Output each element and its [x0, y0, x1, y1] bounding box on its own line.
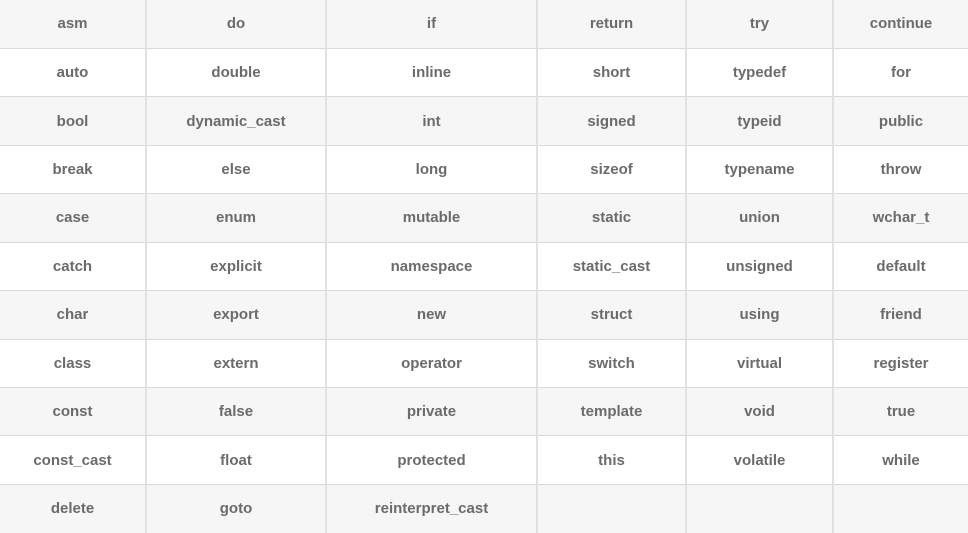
keyword-cell: break — [0, 144, 146, 194]
keyword-cell: goto — [145, 483, 326, 533]
keyword-cell: explicit — [145, 241, 326, 291]
keyword-cell: delete — [0, 483, 146, 533]
keyword-cell: int — [325, 96, 537, 146]
keyword-cell: friend — [832, 290, 968, 340]
keyword-cell: dynamic_cast — [145, 96, 326, 146]
keyword-cell: default — [832, 241, 968, 291]
keyword-cell: static_cast — [536, 241, 686, 291]
keyword-cell: reinterpret_cast — [325, 483, 537, 533]
keyword-cell: public — [832, 96, 968, 146]
keyword-cell: using — [685, 290, 833, 340]
keyword-cell: union — [685, 193, 833, 243]
keyword-cell: private — [325, 386, 537, 436]
keyword-cell: catch — [0, 241, 146, 291]
keyword-cell: typename — [685, 144, 833, 194]
keyword-cell: if — [325, 0, 537, 49]
keyword-cell: const — [0, 386, 146, 436]
keyword-cell: typeid — [685, 96, 833, 146]
keyword-cell: namespace — [325, 241, 537, 291]
keyword-cell: true — [832, 386, 968, 436]
keyword-cell: switch — [536, 338, 686, 388]
keyword-cell: case — [0, 193, 146, 243]
keyword-cell: continue — [832, 0, 968, 49]
keyword-cell: for — [832, 47, 968, 97]
keyword-cell: try — [685, 0, 833, 49]
keyword-cell: static — [536, 193, 686, 243]
keyword-cell: register — [832, 338, 968, 388]
empty-cell — [685, 483, 833, 533]
keyword-cell: auto — [0, 47, 146, 97]
keyword-cell: asm — [57, 15, 88, 33]
keyword-cell: enum — [145, 193, 326, 243]
keyword-cell: template — [536, 386, 686, 436]
keyword-cell: unsigned — [685, 241, 833, 291]
keyword-cell: mutable — [325, 193, 537, 243]
keyword-cell: typedef — [685, 47, 833, 97]
keyword-cell: throw — [832, 144, 968, 194]
keyword-cell: protected — [325, 435, 537, 485]
keyword-cell: virtual — [685, 338, 833, 388]
keyword-cell: while — [832, 435, 968, 485]
keyword-cell: const_cast — [0, 435, 146, 485]
keyword-cell: signed — [536, 96, 686, 146]
keyword-cell: char — [0, 290, 146, 340]
keyword-cell: do — [145, 0, 326, 49]
empty-cell — [536, 483, 686, 533]
keyword-cell: export — [145, 290, 326, 340]
keyword-cell: sizeof — [536, 144, 686, 194]
keyword-cell: false — [145, 386, 326, 436]
keyword-cell: new — [325, 290, 537, 340]
keyword-cell: inline — [325, 47, 537, 97]
keyword-cell: void — [685, 386, 833, 436]
keyword-cell: operator — [325, 338, 537, 388]
keyword-cell: double — [145, 47, 326, 97]
keyword-cell: this — [536, 435, 686, 485]
keyword-cell: class — [0, 338, 146, 388]
keyword-cell: bool — [0, 96, 146, 146]
empty-cell — [832, 483, 968, 533]
keyword-cell: else — [145, 144, 326, 194]
keyword-cell: short — [536, 47, 686, 97]
keyword-cell: long — [325, 144, 537, 194]
keyword-cell: struct — [536, 290, 686, 340]
keyword-cell: extern — [145, 338, 326, 388]
keyword-cell: float — [145, 435, 326, 485]
keyword-cell: return — [536, 0, 686, 49]
keyword-cell: volatile — [685, 435, 833, 485]
keyword-cell: wchar_t — [832, 193, 968, 243]
